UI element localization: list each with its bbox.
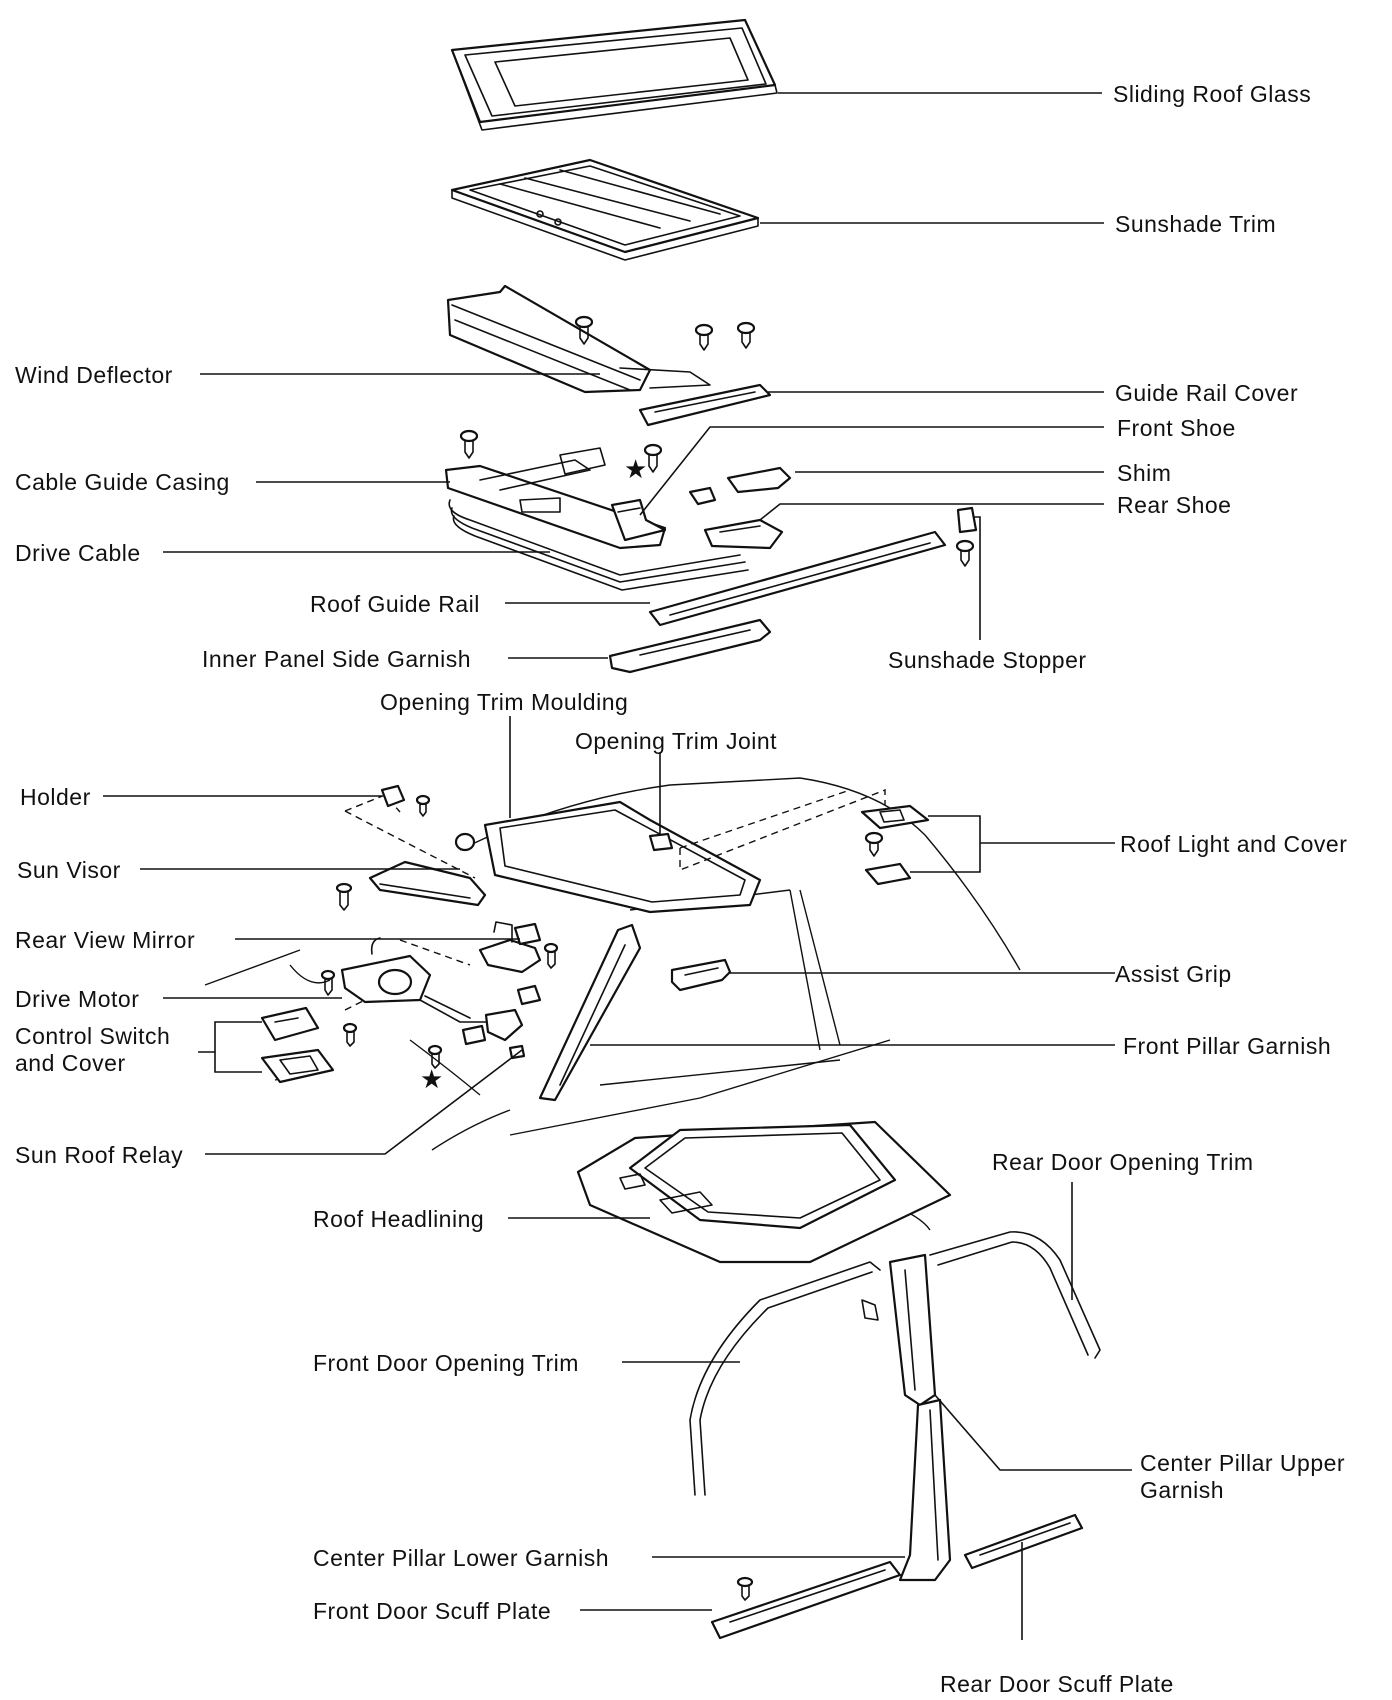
- label-front-pillar-garnish: Front Pillar Garnish: [1123, 1033, 1331, 1059]
- label-drive-motor: Drive Motor: [15, 986, 139, 1012]
- sunshade-stopper-part: [956, 506, 978, 534]
- label-opening-trim-joint: Opening Trim Joint: [575, 728, 777, 754]
- cable-guide-casing-part: [444, 447, 667, 550]
- rear-shoe-part: [703, 518, 784, 550]
- label-roof-guide-rail: Roof Guide Rail: [310, 591, 480, 617]
- wind-deflector-part: [446, 284, 711, 394]
- label-control-switch-line2: and Cover: [15, 1050, 126, 1076]
- front-pillar-garnish-part: [538, 923, 642, 1102]
- label-rear-door-opening-trim: Rear Door Opening Trim: [992, 1149, 1254, 1175]
- label-shim: Shim: [1117, 460, 1171, 486]
- label-center-pillar-upper-line2: Garnish: [1140, 1477, 1224, 1503]
- star-marker-relay: ★: [420, 1065, 443, 1095]
- label-roof-light-and-cover: Roof Light and Cover: [1120, 831, 1347, 857]
- label-drive-cable: Drive Cable: [15, 540, 141, 566]
- label-sunshade-stopper: Sunshade Stopper: [888, 647, 1087, 673]
- label-center-pillar-upper-line1: Center Pillar Upper: [1140, 1450, 1345, 1476]
- rear-door-scuff-plate-part: [963, 1513, 1084, 1570]
- label-center-pillar-lower-garnish: Center Pillar Lower Garnish: [313, 1545, 609, 1571]
- guide-rail-cover-part: [638, 383, 772, 427]
- label-front-shoe: Front Shoe: [1117, 415, 1236, 441]
- label-sun-visor: Sun Visor: [17, 857, 121, 883]
- label-opening-trim-moulding: Opening Trim Moulding: [380, 689, 628, 715]
- opening-trim-moulding-part: [483, 800, 762, 914]
- label-wind-deflector: Wind Deflector: [15, 362, 173, 388]
- front-shoe-part: [610, 498, 667, 542]
- label-front-door-opening-trim: Front Door Opening Trim: [313, 1350, 579, 1376]
- shim-part: [688, 466, 792, 506]
- holder-part: [380, 784, 431, 817]
- label-roof-headlining: Roof Headlining: [313, 1206, 484, 1232]
- roof-light-and-cover-part: [860, 804, 930, 886]
- label-guide-rail-cover: Guide Rail Cover: [1115, 380, 1298, 406]
- label-sunshade-trim: Sunshade Trim: [1115, 211, 1276, 237]
- inner-panel-side-garnish-part: [608, 618, 772, 674]
- front-door-scuff-plate-part: [710, 1560, 902, 1640]
- opening-trim-joint-part: [648, 832, 674, 852]
- control-switch-and-cover-part: [260, 1006, 443, 1084]
- label-control-switch-line1: Control Switch: [15, 1023, 170, 1049]
- label-front-door-scuff-plate: Front Door Scuff Plate: [313, 1598, 551, 1624]
- roof-headlining-part: [576, 1120, 952, 1264]
- star-marker-front-shoe: ★: [624, 455, 647, 485]
- drive-motor-part: [320, 937, 506, 1023]
- drive-cable-part: [448, 499, 749, 591]
- label-rear-view-mirror: Rear View Mirror: [15, 927, 195, 953]
- label-holder: Holder: [20, 784, 91, 810]
- leader-lines: [103, 92, 1132, 1640]
- front-door-opening-trim-part: [689, 1261, 881, 1496]
- sunshade-trim-part: [450, 158, 760, 261]
- label-inner-panel-side-garnish: Inner Panel Side Garnish: [202, 646, 471, 672]
- label-rear-door-scuff-plate: Rear Door Scuff Plate: [940, 1671, 1174, 1697]
- sliding-roof-glass-part: [450, 18, 778, 131]
- rear-view-mirror-part: [478, 921, 559, 1006]
- roof-guide-rail-part: [648, 530, 947, 627]
- label-rear-shoe: Rear Shoe: [1117, 492, 1231, 518]
- center-pillar-upper-garnish-part: [861, 1253, 937, 1407]
- sun-visor-part: [335, 832, 487, 911]
- label-assist-grip: Assist Grip: [1115, 961, 1232, 987]
- label-cable-guide-casing: Cable Guide Casing: [15, 469, 230, 495]
- rear-door-opening-trim-part: [929, 1231, 1101, 1359]
- sun-roof-relay-part: [461, 1008, 526, 1060]
- assist-grip-part: [670, 958, 732, 992]
- label-sun-roof-relay: Sun Roof Relay: [15, 1142, 183, 1168]
- screw-group-top: [459, 315, 975, 567]
- label-sliding-roof-glass: Sliding Roof Glass: [1113, 81, 1311, 107]
- center-pillar-lower-garnish-part: [898, 1398, 952, 1582]
